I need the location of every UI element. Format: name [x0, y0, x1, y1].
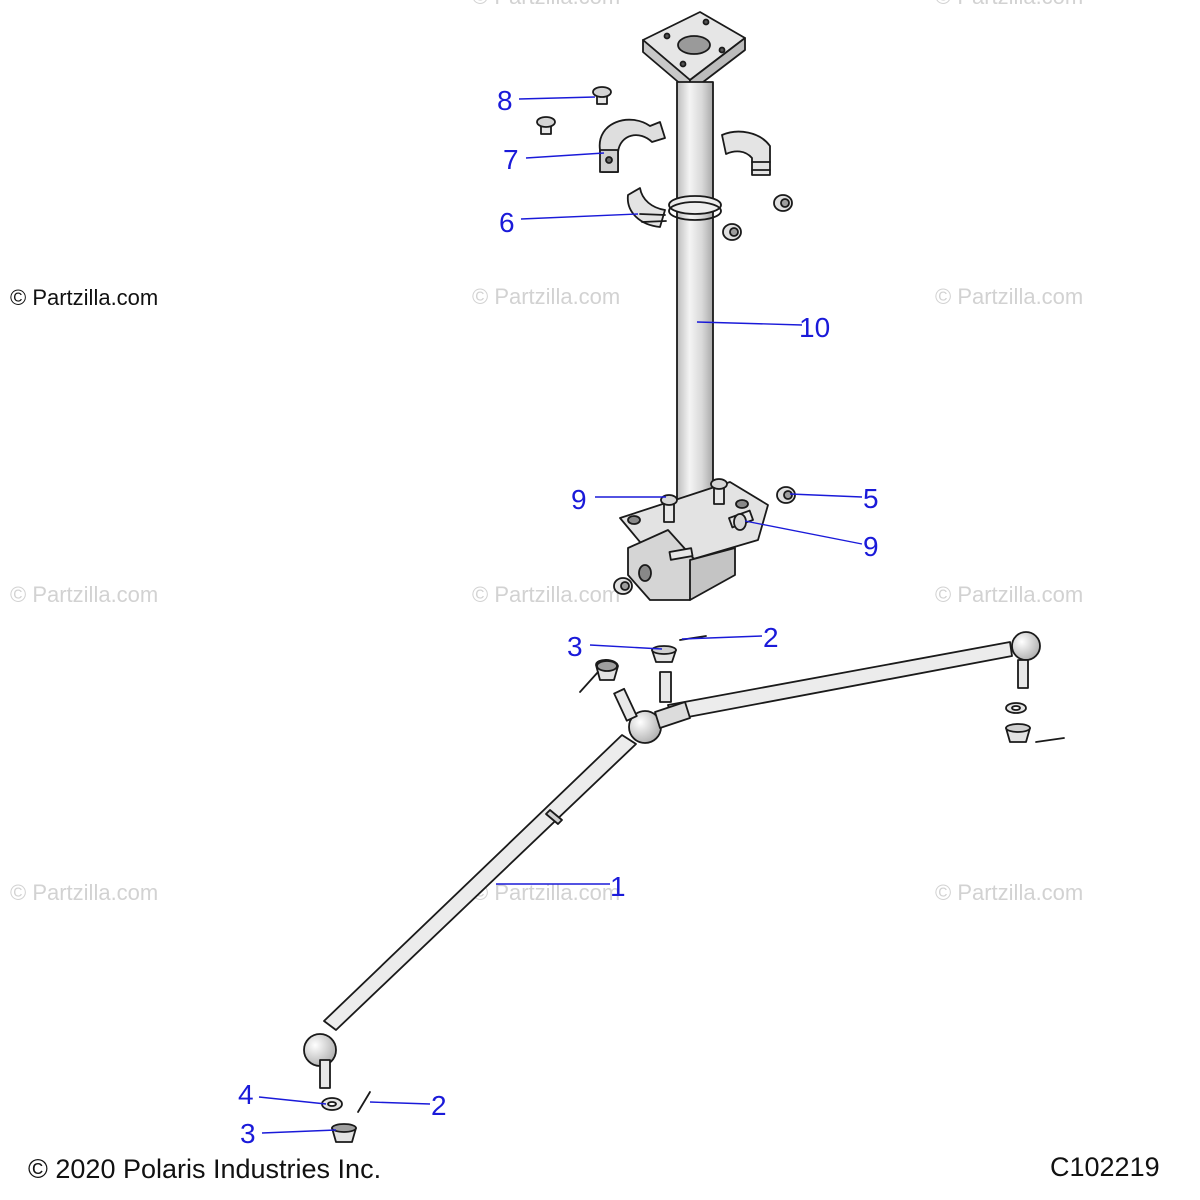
- leader-line: [589, 644, 663, 650]
- bracket-bolt-side: [728, 509, 754, 531]
- leader-line: [261, 1129, 337, 1134]
- watermark-text: © Partzilla.com: [472, 0, 620, 9]
- column-clamp: [598, 118, 666, 173]
- bracket-slot: [638, 564, 652, 582]
- cotter-pin: [579, 671, 599, 693]
- callout-8: 8: [497, 85, 513, 116]
- leader-line: [258, 1096, 327, 1105]
- leader-line: [525, 152, 605, 159]
- watermark-text: © Partzilla.com: [935, 880, 1083, 905]
- column-collar-edge: [668, 201, 722, 221]
- callout-2: 2: [763, 622, 779, 653]
- leader-line: [681, 635, 763, 640]
- screw: [536, 116, 556, 135]
- bracket-hole: [735, 499, 749, 509]
- watermark-grid: © Partzilla.com © Partzilla.com © Partzi…: [10, 0, 1083, 905]
- bracket-bolt-side: [668, 547, 694, 561]
- watermark-text-dark: © Partzilla.com: [10, 285, 158, 310]
- nut: [613, 577, 633, 595]
- column-bottom-bracket-side: [689, 547, 736, 601]
- watermark-text: © Partzilla.com: [10, 880, 158, 905]
- leader-line: [744, 520, 863, 545]
- column-bushing-half: [627, 187, 667, 228]
- cotter-pin: [1035, 737, 1065, 743]
- nut: [722, 223, 742, 241]
- tie-rod-right: [667, 641, 1013, 721]
- watermark-text: © Partzilla.com: [10, 582, 158, 607]
- column-collar: [668, 195, 722, 215]
- castle-nut: [595, 658, 619, 681]
- callout-4: 4: [238, 1079, 254, 1110]
- plate-bolt-hole: [663, 32, 671, 40]
- diagram-code: C102219: [1050, 1152, 1160, 1182]
- castle-nut: [331, 1123, 357, 1143]
- watermark-text: © Partzilla.com: [472, 582, 620, 607]
- leader-line: [789, 493, 863, 498]
- leader-line: [369, 1101, 431, 1105]
- callout-leaders: [258, 96, 863, 1134]
- castle-nut: [651, 645, 677, 663]
- center-stud: [659, 671, 672, 703]
- tie-rod-left-adjuster: [545, 809, 563, 825]
- leader-line: [520, 213, 639, 220]
- watermark-text: © Partzilla.com: [935, 284, 1083, 309]
- callout-3: 3: [567, 631, 583, 662]
- bracket-hole: [627, 515, 641, 525]
- callout-5: 5: [863, 483, 879, 514]
- copyright-text: © 2020 Polaris Industries Inc.: [28, 1154, 381, 1184]
- tie-rod-assembly: [303, 631, 1041, 1089]
- callout-6: 6: [499, 207, 515, 238]
- column-bushing-half: [721, 130, 771, 176]
- cotter-pin: [357, 1091, 371, 1113]
- watermark-text: © Partzilla.com: [472, 284, 620, 309]
- callout-9: 9: [571, 484, 587, 515]
- nut: [773, 194, 793, 212]
- plate-bolt-hole: [702, 18, 710, 26]
- callout-10: 10: [799, 312, 830, 343]
- callout-3: 3: [240, 1118, 256, 1149]
- washer: [321, 1097, 343, 1111]
- leader-line: [518, 96, 596, 100]
- plate-bolt-hole: [718, 46, 726, 54]
- castle-nut: [1005, 723, 1031, 743]
- watermark-text: © Partzilla.com: [935, 582, 1083, 607]
- washer: [1005, 702, 1027, 714]
- watermark-text: © Partzilla.com: [935, 0, 1083, 9]
- column-top-plate-hole: [677, 35, 711, 55]
- bracket-bolt: [710, 478, 728, 505]
- nut: [776, 486, 796, 504]
- steering-column: [619, 11, 769, 601]
- callout-7: 7: [503, 144, 519, 175]
- column-tube: [676, 81, 714, 538]
- tie-rod-left: [323, 734, 637, 1031]
- leader-line: [696, 321, 803, 326]
- callout-1: 1: [610, 871, 626, 902]
- callout-2: 2: [431, 1090, 447, 1121]
- callout-9: 9: [863, 531, 879, 562]
- plate-bolt-hole: [679, 60, 687, 68]
- center-stud: [613, 687, 638, 722]
- bracket-bolt: [660, 494, 678, 523]
- tie-rod-end-stud: [1017, 659, 1029, 689]
- screw: [592, 86, 612, 105]
- tie-rod-end-ball: [1011, 631, 1041, 661]
- center-link-sleeve: [654, 701, 691, 729]
- callout-labels: 8 7 6 10 9 5 9 3 2 1 4 2 3: [238, 85, 879, 1149]
- tie-rod-end-stud: [319, 1059, 331, 1089]
